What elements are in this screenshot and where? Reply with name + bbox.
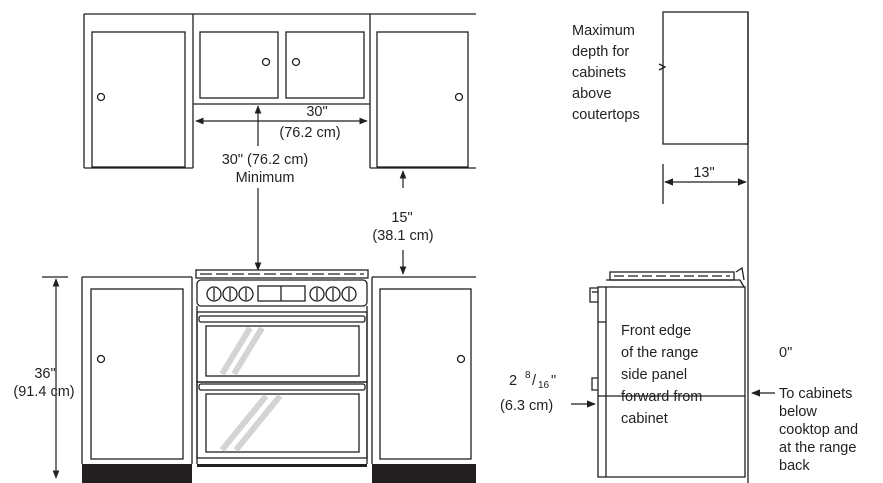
clearance-note: Minimum: [236, 170, 295, 186]
clearance-value: 30" (76.2 cm): [222, 152, 309, 168]
svg-text:side panel: side panel: [621, 367, 687, 383]
lower-cabinet-right: [371, 276, 476, 464]
gap-value: 15": [391, 210, 412, 226]
range-side-view: [589, 266, 746, 478]
range-front-view: [195, 269, 369, 464]
svg-text:16: 16: [538, 380, 550, 391]
upper-width-value: 30": [306, 104, 327, 120]
svg-text:To cabinets: To cabinets: [779, 386, 852, 402]
svg-text:Front edge: Front edge: [621, 323, 691, 339]
svg-text:above: above: [572, 86, 612, 102]
zero-offset-note: 0" To cabinets below cooktop and at the …: [779, 345, 858, 474]
upper-cabinet-right: [369, 13, 476, 169]
toe-kick: [82, 464, 476, 483]
svg-text:0": 0": [779, 345, 792, 361]
svg-text:cabinets: cabinets: [572, 65, 626, 81]
svg-text:back: back: [779, 458, 810, 474]
svg-text:(6.3 cm): (6.3 cm): [500, 398, 553, 414]
svg-text:at the range: at the range: [779, 440, 856, 456]
svg-text:8: 8: [525, 370, 531, 381]
svg-text:depth for: depth for: [572, 44, 629, 60]
svg-text:2: 2: [509, 373, 517, 389]
svg-text:coutertops: coutertops: [572, 107, 640, 123]
lower-cabinet-left: [81, 276, 193, 464]
height-metric: (91.4 cm): [13, 384, 74, 400]
oven-glass-reflection: [219, 326, 283, 452]
svg-text:cabinet: cabinet: [621, 411, 668, 427]
gap-metric: (38.1 cm): [372, 228, 433, 244]
depth-value: 13": [693, 165, 714, 181]
svg-text:cooktop and: cooktop and: [779, 422, 858, 438]
forward-offset-label: 2 8 / 16 " (6.3 cm): [500, 370, 556, 414]
control-knobs: [206, 286, 357, 302]
upper-cabinet-left: [83, 13, 194, 169]
front-edge-note: Front edge of the range side panel forwa…: [621, 323, 702, 427]
svg-text:below: below: [779, 404, 817, 420]
upper-width-metric: (76.2 cm): [279, 125, 340, 141]
svg-text:of the range: of the range: [621, 345, 698, 361]
max-depth-note: Maximum depth for cabinets above coutert…: [572, 23, 640, 123]
svg-text:/: /: [532, 373, 537, 389]
svg-text:Maximum: Maximum: [572, 23, 635, 39]
svg-text:": ": [551, 373, 556, 389]
height-value: 36": [34, 366, 55, 382]
side-upper-cabinet: [658, 11, 749, 145]
upper-cabinet-center: [193, 13, 370, 105]
svg-text:forward from: forward from: [621, 389, 702, 405]
